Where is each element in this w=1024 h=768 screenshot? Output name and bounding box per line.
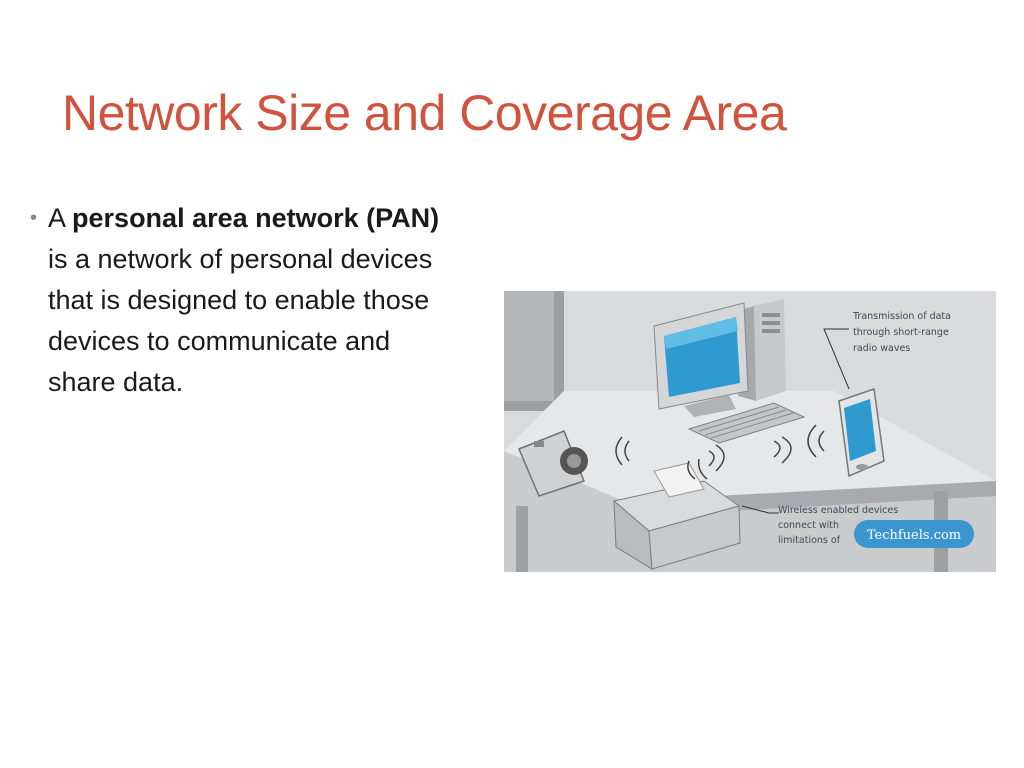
bullet-prefix: A [48, 203, 73, 233]
watermark-text: Techfuels.com [867, 528, 961, 543]
bullet-text: is a network of personal devices that is… [48, 244, 433, 397]
pan-illustration: Transmission of data through short-range… [504, 291, 996, 572]
monitor-icon [653, 302, 749, 417]
bullet-item: • A personal area network (PAN) is a net… [30, 198, 460, 403]
bullet-list: • A personal area network (PAN) is a net… [30, 198, 460, 403]
pda-icon [838, 387, 885, 478]
slide-title: Network Size and Coverage Area [62, 85, 787, 141]
printer-icon [612, 462, 741, 570]
watermark-badge: Techfuels.com [854, 520, 974, 548]
bullet-dot-icon: • [30, 207, 38, 229]
bullet-term: personal area network (PAN) [72, 203, 440, 233]
callout-top: Transmission of data through short-range… [852, 311, 954, 354]
callout-bottom: Wireless enabled devices connect with li… [778, 505, 901, 546]
pan-illustration-svg: Transmission of data through short-range… [504, 291, 996, 572]
keyboard-icon [687, 402, 806, 444]
camera-icon [518, 430, 588, 497]
radio-waves-icon [615, 424, 825, 480]
